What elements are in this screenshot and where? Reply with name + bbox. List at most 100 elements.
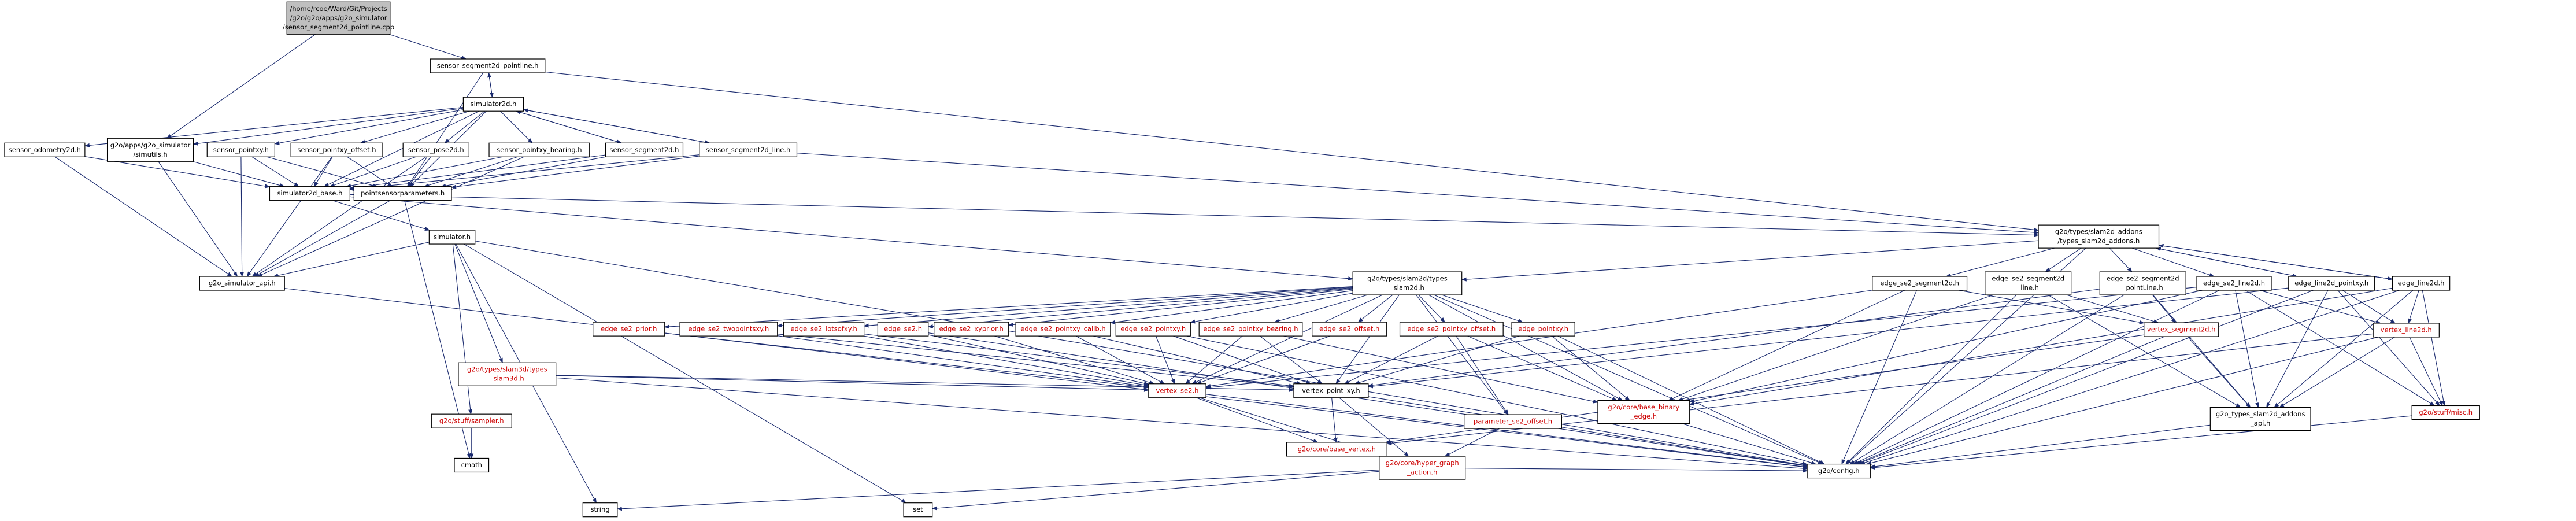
node-edge-se2-segment2d-line-h[interactable]: edge_se2_segment2d_line.h (1985, 271, 2072, 295)
include-edge (349, 154, 606, 190)
include-edge (2152, 294, 2176, 323)
include-edge (2152, 294, 2251, 408)
include-edge (454, 243, 503, 364)
node-edge-se2-offset-h[interactable]: edge_se2_offset.h (1312, 322, 1387, 337)
include-edge (664, 332, 1149, 389)
node-box (934, 322, 1009, 337)
node-label: _slam3d.h (490, 375, 524, 383)
node-types-slam2d-h[interactable]: g2o/types/slam2d/types_slam2d.h (1352, 271, 1463, 295)
node-base-binary-edge-h[interactable]: g2o/core/base_binary_edge.h (1597, 400, 1690, 424)
node-label: edge_pointxy.h (1518, 325, 1568, 333)
node-g2o-simulator-simutils-h[interactable]: g2o/apps/g2o_simulator/simutils.h (106, 138, 194, 162)
node-edge-se2-twopointsxy-h[interactable]: edge_se2_twopointsxy.h (679, 322, 778, 337)
node-box (2411, 405, 2480, 420)
node-box (1985, 271, 2072, 295)
node-box (1352, 271, 1463, 295)
node-g2o-config-h[interactable]: g2o/config.h (1807, 463, 1871, 479)
node-sensor-pointxy-h[interactable]: sensor_pointxy.h (206, 142, 275, 157)
node-edge-line2d-h[interactable]: edge_line2d.h (2392, 276, 2451, 291)
node-sensor-pointxy-offset-h[interactable]: sensor_pointxy_offset.h (290, 142, 383, 157)
include-edge (797, 153, 2040, 235)
include-edge (1205, 290, 1872, 388)
node-edge-se2-pointxy-calib-h[interactable]: edge_se2_pointxy_calib.h (1015, 322, 1111, 337)
node-label: g2o/types/slam2d/types (1367, 275, 1448, 283)
node-label: edge_se2_segment2d (2107, 275, 2179, 283)
node-box (1807, 463, 1871, 479)
node-edge-se2-segment2d-pointline-h[interactable]: edge_se2_segment2d_pointLine.h (2099, 271, 2186, 295)
include-edge (1465, 468, 1808, 473)
node-sensor-odometry2d-h[interactable]: sensor_odometry2d.h (4, 142, 86, 157)
node-edge-se2-h[interactable]: edge_se2.h (877, 322, 929, 337)
node-sensor-pointxy-bearing-h[interactable]: sensor_pointxy_bearing.h (488, 142, 590, 157)
include-edge (1075, 335, 1165, 385)
node-box (1115, 322, 1191, 337)
node-label: g2o/config.h (1818, 467, 1860, 475)
node-base-vertex-h[interactable]: g2o/core/base_vertex.h (1286, 442, 1387, 457)
node-g2o-simulator-api-h[interactable]: g2o_simulator_api.h (199, 276, 285, 291)
include-edge (257, 156, 524, 277)
include-edge (1367, 289, 2100, 387)
node-edge-se2-prior-h[interactable]: edge_se2_prior.h (593, 322, 665, 337)
node-edge-se2-lotsofxy-h[interactable]: edge_se2_lotsofxy.h (783, 322, 865, 337)
node-sensor-segment2d-h[interactable]: sensor_segment2d.h (605, 142, 684, 157)
include-edge (664, 286, 1353, 329)
node-label: vertex_se2.h (1156, 386, 1199, 394)
include-edge (1866, 337, 2379, 465)
node-simulator2d-h[interactable]: simulator2d.h (462, 97, 524, 112)
node-edge-line2d-pointxy-h[interactable]: edge_line2d_pointxy.h (2288, 276, 2375, 291)
node-sensor-pose2d-h[interactable]: sensor_pose2d.h (402, 142, 469, 157)
node-edge-se2-segment2d-h[interactable]: edge_se2_segment2d.h (1872, 276, 1968, 291)
include-edge (1668, 290, 1905, 401)
node-box (430, 58, 546, 73)
include-edge (2279, 337, 2395, 408)
include-edge (927, 288, 1353, 328)
node-label: g2o_types_slam2d_addons (2216, 410, 2305, 418)
node-vertex-point-xy-h[interactable]: vertex_point_xy.h (1293, 383, 1369, 398)
node-edge-se2-pointxy-h[interactable]: edge_se2_pointxy.h (1115, 322, 1191, 337)
include-edge (360, 110, 470, 144)
node-misc-h[interactable]: g2o/stuff/misc.h (2411, 405, 2480, 420)
node-set: set (903, 502, 933, 518)
node-vertex-segment2d-h[interactable]: vertex_segment2d.h (2144, 322, 2219, 337)
include-edge (254, 200, 391, 277)
node-edge-se2-pointxy-offset-h[interactable]: edge_se2_pointxy_offset.h (1399, 322, 1504, 337)
node-label: sensor_pointxy_bearing.h (497, 146, 582, 154)
node-vertex-se2-h[interactable]: vertex_se2.h (1148, 383, 1206, 398)
node-vertex-line2d-h[interactable]: vertex_line2d.h (2373, 323, 2440, 338)
node-label: g2o/stuff/sampler.h (439, 417, 504, 425)
node-edge-se2-line2d-h[interactable]: edge_se2_line2d.h (2196, 276, 2272, 291)
node-label: edge_se2_pointxy_offset.h (1407, 325, 1496, 333)
node-sensor-segment2d-line-h[interactable]: sensor_segment2d_line.h (699, 142, 798, 157)
node-label: edge_se2_prior.h (601, 325, 657, 333)
node-g2o-types-slam2d-addons-api-h[interactable]: g2o_types_slam2d_addons_api.h (2209, 407, 2311, 431)
include-edge (2337, 290, 2440, 407)
include-edge (1855, 336, 2165, 465)
node-edge-pointxy-h[interactable]: edge_pointxy.h (1511, 322, 1575, 337)
include-edge (349, 154, 699, 191)
node-parameter-se2-offset-h[interactable]: parameter_se2_offset.h (1464, 414, 1562, 429)
node-root[interactable]: /home/rcoe/Ward/Git/Projects/g2o/g2o/app… (283, 1, 394, 35)
include-edge (284, 288, 1808, 469)
node-sensor-segment2d-pointline-h[interactable]: sensor_segment2d_pointline.h (430, 58, 546, 73)
node-cmath: cmath (454, 457, 490, 473)
node-hyper-graph-action-h[interactable]: g2o/core/hyper_graph_action.h (1379, 456, 1466, 480)
node-box (462, 97, 524, 112)
node-types-slam2d-addons-h[interactable]: g2o/types/slam2d_addons/types_slam2d_add… (2038, 224, 2160, 249)
node-box (1379, 456, 1466, 480)
node-types-slam3d-h[interactable]: g2o/types/slam3d/types_slam3d.h (458, 362, 557, 386)
include-edge (1274, 294, 1368, 323)
node-box (290, 142, 383, 157)
node-pointsensorparameters-h[interactable]: pointsensorparameters.h (353, 186, 452, 201)
include-edge (776, 286, 1353, 328)
node-simulator2d-base-h[interactable]: simulator2d_base.h (269, 186, 350, 201)
include-edge (2048, 294, 2241, 408)
include-edge (1196, 335, 1330, 385)
node-simulator-h[interactable]: simulator.h (428, 230, 476, 245)
include-edge (267, 156, 378, 187)
node-sampler-h[interactable]: g2o/stuff/sampler.h (431, 413, 512, 428)
node-edge-se2-xyprior-h[interactable]: edge_se2_xyprior.h (934, 322, 1009, 337)
include-edge (464, 243, 907, 504)
node-edge-se2-pointxy-bearing-h[interactable]: edge_se2_pointxy_bearing.h (1198, 322, 1303, 337)
node-box (2392, 276, 2451, 291)
include-edge (54, 156, 232, 277)
